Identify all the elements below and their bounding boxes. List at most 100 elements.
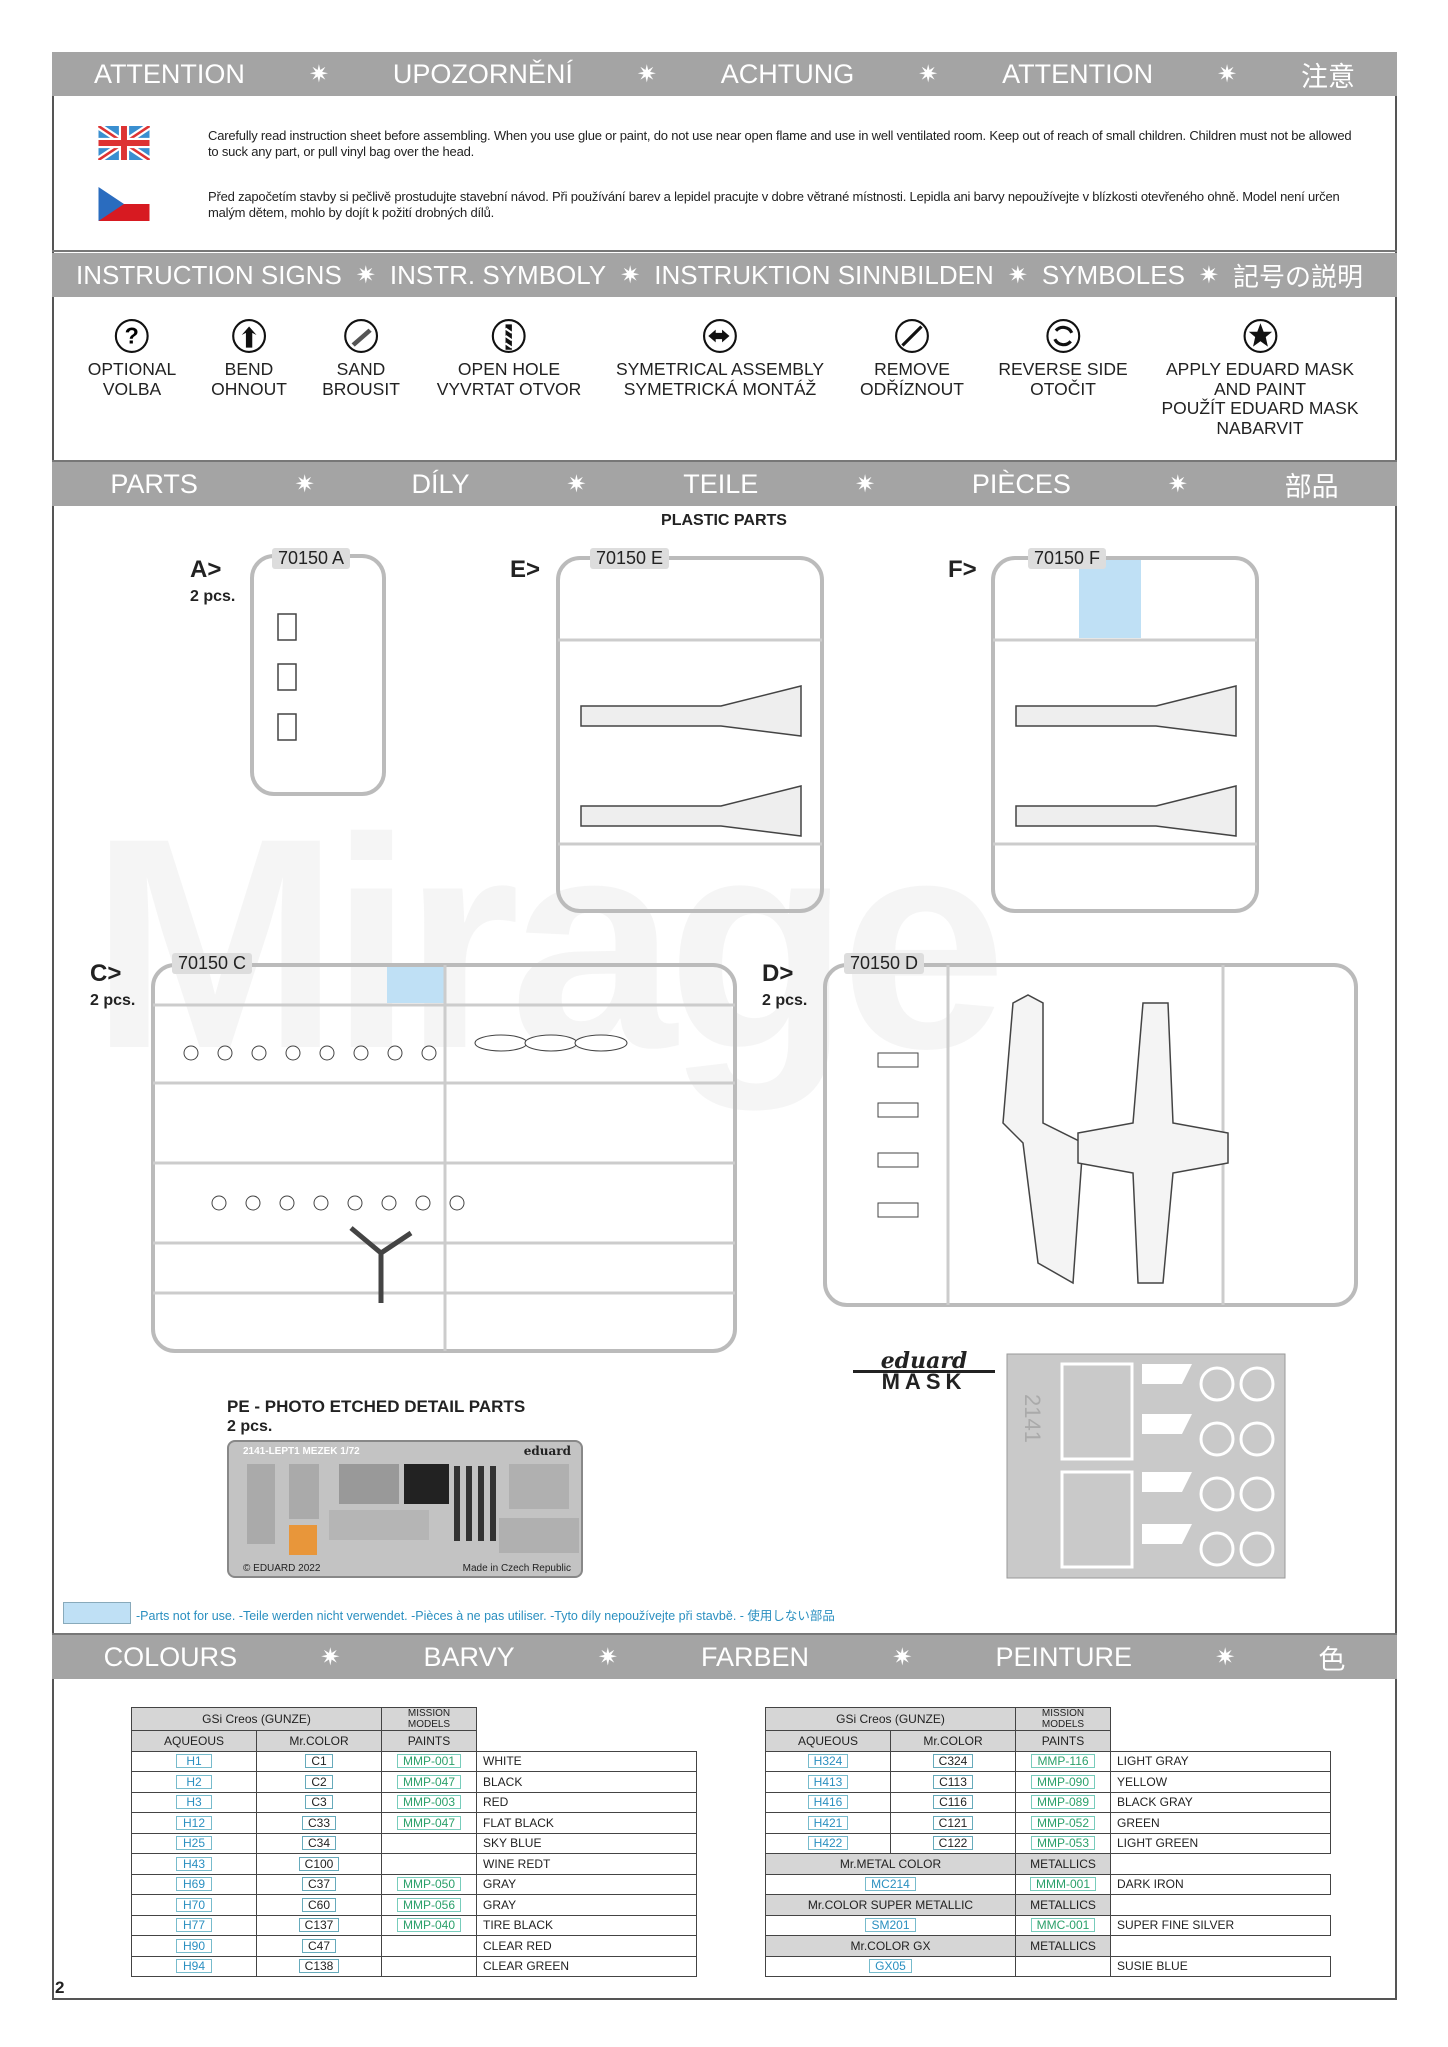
header-label: 色 [1318,1644,1346,1675]
star-separator-icon: ✷ [308,60,329,88]
svg-text:2141: 2141 [1020,1394,1045,1443]
paint-code: C137 [298,1918,340,1933]
paint-code: H324 [807,1754,849,1769]
paint-code: H422 [807,1836,849,1851]
sprue-a-title: 70150 A [272,548,351,569]
mask-sheet: 2141 [1006,1353,1286,1579]
sprue-d-pcs: 2 pcs. [762,992,808,1009]
sprue-e-label: E> [510,556,541,583]
star-separator-icon: ✷ [1217,60,1238,88]
plastic-part [474,1034,528,1052]
propeller-part [349,1226,413,1303]
header-label: 記号の説明 [1233,261,1364,292]
czech-flag-icon [98,187,150,221]
sprue-a-label: A> [190,556,222,583]
star-separator-icon: ✷ [320,1643,341,1671]
cut-icon [895,319,929,353]
paint-code: H90 [176,1938,212,1953]
plastic-part [319,1045,335,1061]
sign-label: NABARVIT [1216,417,1304,438]
colour-name: BLACK [476,1771,697,1793]
plastic-part [313,1195,329,1211]
pe-title: PE - PHOTO ETCHED DETAIL PARTS [227,1397,526,1416]
paint-code: H77 [176,1918,212,1933]
instruction-signs-header: INSTRUCTION SIGNS✷INSTR. SYMBOLY✷INSTRUK… [52,253,1397,297]
paints-header: PAINTS [1015,1730,1111,1752]
unused-part-highlight [387,963,445,1003]
svg-text:?: ? [125,322,139,348]
plastic-part [277,613,297,641]
paint-code: C138 [298,1959,340,1974]
sprue-e [556,556,824,913]
sprue-d-label: D> [762,960,794,987]
plastic-part [353,1045,369,1061]
sprue-d-title: 70150 D [844,953,925,974]
paint-code: MMM-001 [1029,1877,1096,1892]
header-label: COLOURS [103,1641,238,1672]
sign-label: SAND [336,359,386,379]
colour-name: GREEN [1110,1812,1331,1834]
sign-label: ODŘÍZNOUT [859,378,965,399]
sand-icon [344,319,378,353]
paint-code: MMP-052 [1030,1815,1095,1830]
section-header: Mr.COLOR GX [765,1935,1016,1957]
sign-label: REVERSE SIDE [998,359,1128,379]
sprue-frame [991,556,1259,913]
section-header: Mr.COLOR SUPER METALLIC [765,1894,1016,1916]
sign-label: SYMETRICAL ASSEMBLY [615,359,825,379]
colour-name: GRAY [476,1873,697,1895]
plastic-part [251,1045,267,1061]
header-label: ATTENTION [1002,58,1154,89]
colour-name: LIGHT GRAY [1110,1750,1331,1772]
section-header: Mr.METAL COLOR [765,1853,1016,1875]
plastic-part [387,1045,403,1061]
star-separator-icon: ✷ [1198,261,1220,289]
header-label: PARTS [110,468,198,499]
sprue-frame [556,556,824,913]
paint-code: GX05 [869,1959,912,1974]
colour-name: WHITE [476,1750,697,1772]
colour-name: CLEAR RED [476,1935,697,1957]
paint-code: C2 [305,1774,333,1789]
paint-code: C60 [301,1897,336,1912]
paint-code: MMP-003 [396,1795,461,1810]
sprue-c-title: 70150 C [172,953,253,974]
header-label: INSTRUKTION SINNBILDEN [654,259,994,290]
plastic-part [877,1102,919,1118]
star-separator-icon: ✷ [566,470,587,498]
paints-header: PAINTS [381,1730,477,1752]
plastic-part [277,663,297,691]
star-separator-icon: ✷ [294,470,315,498]
colour-name: GRAY [476,1894,697,1916]
paint-code: H3 [176,1795,212,1810]
plastic-part [279,1195,295,1211]
sprue-c [151,963,737,1353]
aqueous-header: AQUEOUS [131,1730,257,1752]
mission-header: MISSION MODELS [381,1707,477,1731]
sign-label: APPLY EDUARD MASK [1165,359,1355,379]
table-header-row: GSi Creos (GUNZE)MISSION MODELS [131,1707,697,1731]
sign-label: POUŽÍT EDUARD MASK [1161,398,1359,418]
watermark-logo: Mirage [90,775,1007,1111]
paint-code: MMP-001 [396,1754,461,1769]
paint-code: C324 [932,1754,974,1769]
sign-label: VYVRTAT OTVOR [436,378,582,399]
star-separator-icon: ✷ [892,1643,913,1671]
star-separator-icon: ✷ [918,60,939,88]
star-separator-icon: ✷ [1215,1643,1236,1671]
not-for-use-swatch [63,1602,131,1624]
